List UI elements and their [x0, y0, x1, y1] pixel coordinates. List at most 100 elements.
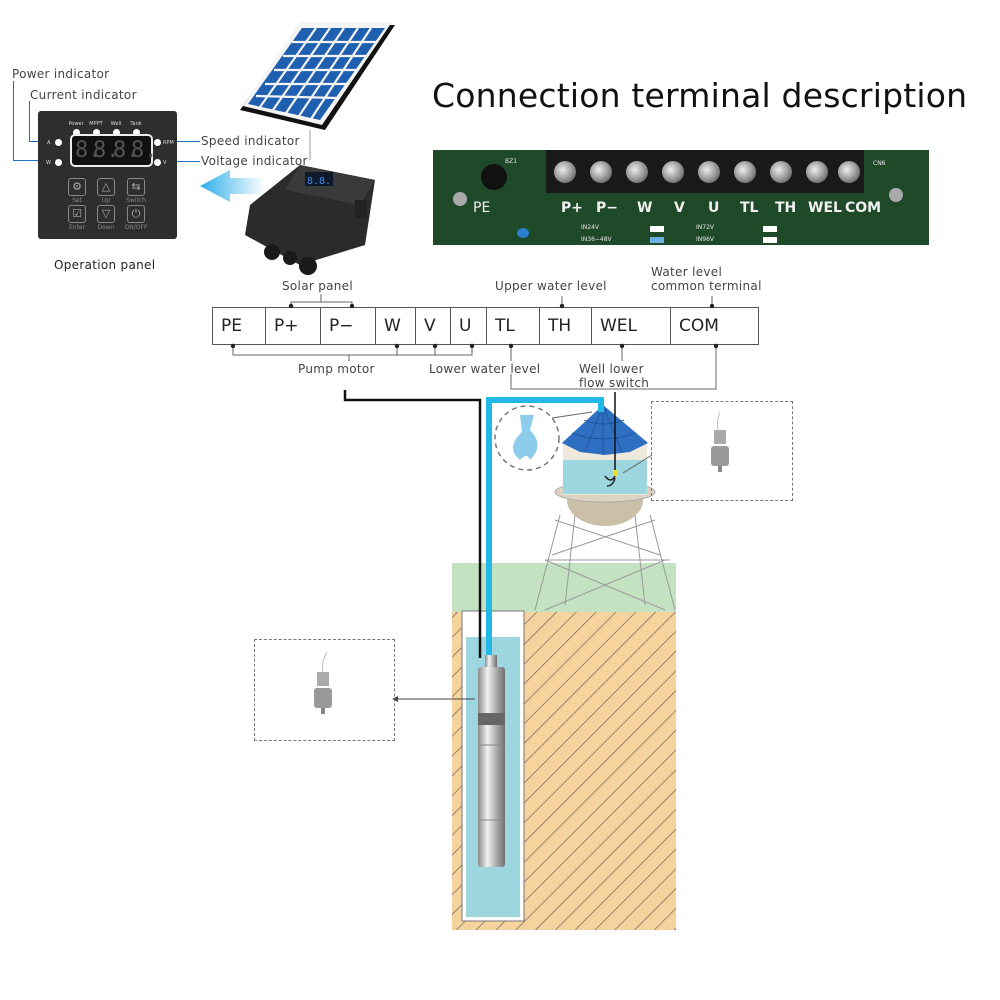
led-well: Well — [105, 121, 127, 136]
gear-icon: ⚙ — [72, 180, 82, 193]
terminal-screw-icon — [770, 161, 792, 183]
voltage-jumper — [763, 237, 777, 243]
buzzer-icon — [481, 164, 507, 190]
junction-dots — [230, 303, 719, 349]
terminal-screw-icon — [662, 161, 684, 183]
terminal-th: TH — [539, 307, 591, 345]
current-indicator-label: Current indicator — [30, 88, 137, 102]
connector-lines — [232, 294, 717, 390]
pcb-voltage-label: IN36−48V — [581, 236, 612, 243]
terminal-screw-icon — [806, 161, 828, 183]
switch-button[interactable]: ⇆ — [127, 178, 145, 196]
tower-frame — [534, 514, 676, 611]
pcb-voltage-label: IN24V — [581, 224, 599, 231]
seven-segment-display: 8. 8. 8. 8. — [70, 134, 158, 167]
led-mppt: MPPT — [85, 121, 107, 136]
pcb-terminal-label: P+ — [561, 200, 583, 216]
up-button[interactable]: △ — [97, 178, 115, 196]
terminal-p-plus: P+ — [265, 307, 320, 345]
power-indicator-label: Power indicator — [12, 67, 110, 81]
page-title: Connection terminal description — [432, 76, 968, 115]
display-digit: 8. — [113, 138, 140, 163]
pcb-terminal-label: TH — [775, 200, 797, 216]
pcb-terminal-label: WEL — [808, 200, 842, 216]
terminal-w: W — [375, 307, 415, 345]
well-lower-label-2: flow switch — [579, 376, 650, 390]
display-digit: 8. — [93, 138, 120, 163]
terminal-tl: TL — [486, 307, 539, 345]
terminal-screw-icon — [554, 161, 576, 183]
terminal-screw-icon — [838, 161, 860, 183]
operation-panel: Power MPPT Well Tank A W RPM V 8. 8. 8. … — [38, 111, 177, 239]
pcb-terminal-block: BZ1 CN6 PE P+ P− W V U TL TH WEL COM IN2… — [433, 150, 929, 245]
water-level-common-label-1: Water level — [651, 265, 723, 279]
tank-roof-lines — [571, 404, 637, 455]
voltage-indicator-label: Voltage indicator — [201, 154, 308, 168]
voltage-jumper — [650, 226, 664, 232]
led-dot — [112, 129, 120, 136]
power-led — [55, 159, 62, 166]
terminal-com: COM — [670, 307, 759, 345]
pcb-terminal-label: P− — [596, 200, 618, 216]
pcb-terminal-label: TL — [740, 200, 759, 216]
speed-indicator-label: Speed indicator — [201, 134, 300, 148]
current-led — [55, 139, 62, 146]
side-label-a: A — [47, 140, 51, 146]
pcb-terminal-label: V — [674, 200, 685, 216]
down-button-label: Down — [97, 224, 115, 231]
down-button[interactable]: ▽ — [97, 205, 115, 223]
terminal-v: V — [415, 307, 450, 345]
water-splash-icon — [512, 415, 538, 460]
callout-line — [13, 160, 43, 161]
terminal-wel: WEL — [591, 307, 670, 345]
led-label: Power — [68, 121, 84, 127]
voltage-led — [154, 159, 161, 166]
terminal-screw-icon — [734, 161, 756, 183]
terminal-strip — [546, 150, 864, 193]
tank-roof — [562, 405, 648, 455]
checkbox-icon: ☑ — [72, 207, 82, 220]
terminal-screw-icon — [626, 161, 648, 183]
mounting-screw-icon — [889, 188, 903, 202]
side-label-v: V — [163, 160, 167, 166]
terminal-p-minus: P− — [320, 307, 375, 345]
upper-water-level-label: Upper water level — [495, 279, 607, 293]
solar-panel-icon — [240, 22, 395, 160]
on-off-button[interactable]: ⏻ — [127, 205, 145, 223]
pump-motor-label: Pump motor — [298, 362, 375, 376]
solar-panel-label: Solar panel — [282, 279, 353, 293]
pcb-terminal-label: U — [708, 200, 720, 216]
enter-button[interactable]: ☑ — [68, 205, 86, 223]
arrowhead-icon — [392, 696, 398, 702]
callout-line — [170, 141, 200, 142]
side-label-w: W — [46, 160, 51, 166]
display-digit: 8. — [131, 138, 158, 163]
mounting-screw-icon — [453, 192, 467, 206]
led-tank: Tank — [125, 121, 147, 136]
switch-button-label: Switch — [126, 197, 146, 204]
up-button-label: Up — [101, 197, 111, 204]
led-label: Well — [110, 121, 122, 127]
side-label-rpm: RPM — [163, 140, 174, 146]
display-digit: 8. — [75, 138, 102, 163]
float-switch-marker — [613, 470, 618, 476]
pump-controller-icon: 8.8. — [245, 165, 375, 275]
submersible-pump-icon — [478, 655, 505, 867]
on-off-button-label: ON/OFF — [124, 224, 148, 231]
callout-arrow — [622, 454, 653, 474]
set-button[interactable]: ⚙ — [68, 178, 86, 196]
operation-panel-caption: Operation panel — [54, 258, 156, 272]
flow-arrow-icon — [200, 170, 265, 202]
svg-text:8.8.: 8.8. — [307, 176, 331, 187]
led-dot — [72, 129, 80, 136]
float-switch-icon — [314, 651, 332, 714]
terminal-u: U — [450, 307, 486, 345]
led-power: Power — [65, 121, 87, 136]
float-switch-icon — [604, 475, 616, 487]
power-cable — [343, 390, 482, 658]
triangle-up-icon: △ — [101, 180, 111, 193]
callout-line — [29, 101, 30, 141]
enter-button-label: Enter — [68, 224, 86, 231]
pcb-silk-cn: CN6 — [873, 160, 886, 167]
capacitor-icon — [517, 228, 529, 238]
